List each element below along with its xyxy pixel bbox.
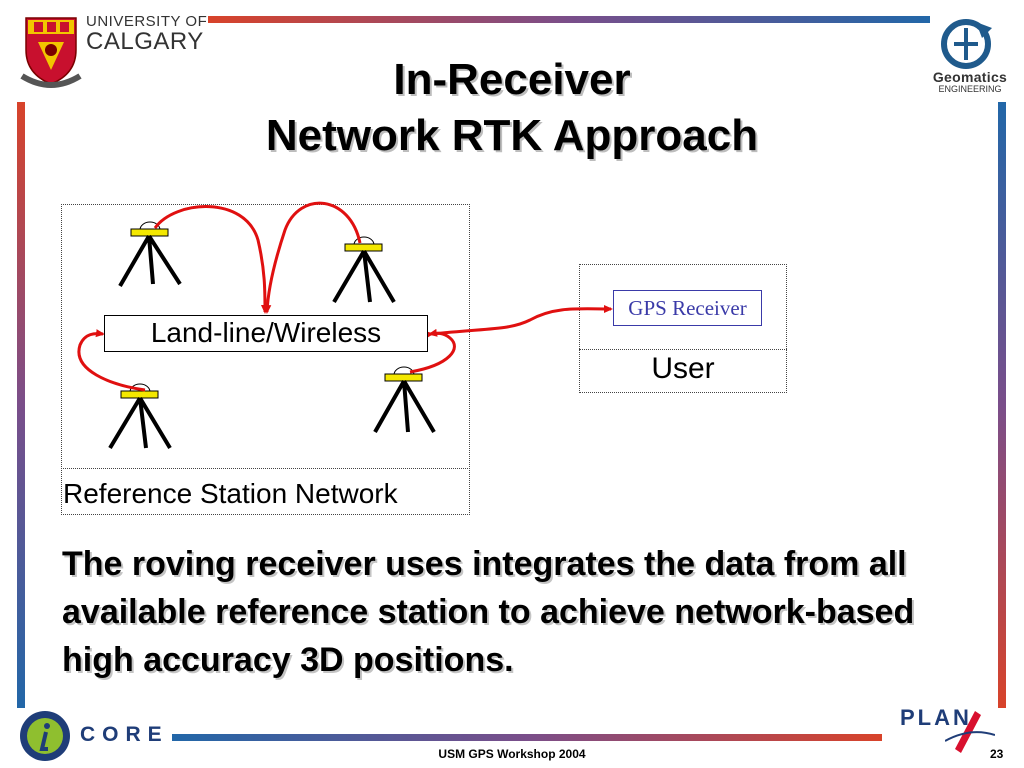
reference-station-1-icon (118, 221, 182, 288)
geomatics-line2: ENGINEERING (938, 84, 1002, 94)
user-label: User (651, 352, 715, 385)
core-logo-icon (20, 711, 70, 761)
geomatics-line1: Geomatics (932, 69, 1008, 85)
core-wordmark: CORE (80, 723, 169, 746)
right-accent-bar (998, 102, 1006, 708)
footer-workshop: USM GPS Workshop 2004 (438, 747, 586, 761)
data-link-arrows (77, 201, 613, 392)
bottom-accent-bar (172, 734, 882, 741)
reference-station-3-icon (108, 383, 172, 450)
geomatics-wordmark: Geomatics ENGINEERING (925, 70, 1015, 94)
top-accent-bar (208, 16, 930, 23)
reference-station-4-icon (373, 366, 436, 434)
plan-rocket-icon (945, 711, 995, 753)
land-line-wireless-label: Land-line/Wireless (104, 315, 428, 352)
reference-station-2-icon (332, 236, 396, 304)
reference-network-divider (61, 468, 470, 469)
university-line2: CALGARY (86, 28, 204, 55)
title-line1: In-Receiver (393, 55, 631, 104)
gps-receiver-label: GPS Receiver (613, 290, 762, 326)
body-paragraph: The roving receiver uses integrates the … (62, 545, 915, 679)
university-wordmark: UNIVERSITY OF CALGARY (86, 14, 207, 54)
geomatics-globe-icon (941, 19, 992, 69)
left-accent-bar (17, 102, 25, 708)
university-line1: UNIVERSITY OF (86, 13, 208, 30)
title-line2: Network RTK Approach (265, 111, 759, 160)
slide-title: In-Receiver Network RTK Approach (120, 52, 904, 164)
page-number: 23 (990, 747, 1004, 761)
reference-network-label: Reference Station Network (63, 478, 398, 509)
plan-wordmark: PLAN (900, 705, 972, 730)
university-crest-logo (20, 17, 82, 88)
user-box-divider (579, 349, 787, 350)
reference-network-box (61, 204, 470, 515)
